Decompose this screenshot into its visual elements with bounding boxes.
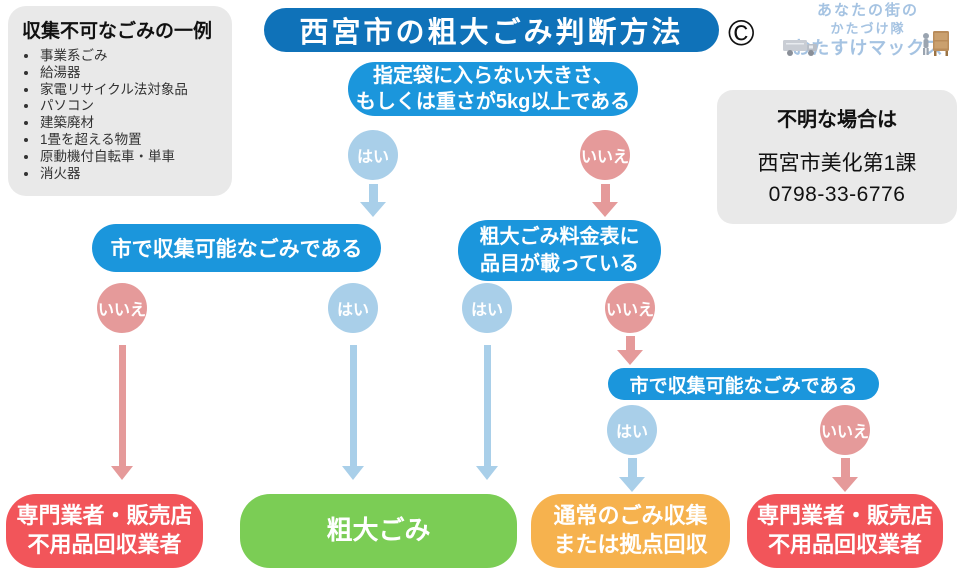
- question-fee-table-line2: 品目が載っている: [480, 252, 639, 275]
- arrow-down-icon: [340, 345, 366, 480]
- list-item: 事業系ごみ: [39, 48, 222, 65]
- result-normal-line1: 通常のごみ収集: [553, 503, 708, 529]
- answer-no-circle: いいえ: [580, 130, 630, 180]
- movers-icon: [923, 31, 949, 56]
- brand-name: おたすけマックス: [792, 38, 944, 58]
- answer-no-circle: いいえ: [605, 283, 655, 333]
- brand-tagline-mid: かたづけ隊: [830, 20, 906, 36]
- list-item: 原動機付自転車・単車: [39, 149, 222, 166]
- arrow-down-icon: [592, 184, 618, 217]
- non-collectible-title: 収集不可なごみの一例: [22, 21, 213, 42]
- result-specialist-line1: 専門業者・販売店: [756, 503, 933, 529]
- arrow-down-icon: [360, 184, 386, 217]
- contact-title: 不明な場合は: [777, 109, 897, 131]
- list-item: 家電リサイクル法対象品: [39, 82, 222, 99]
- result-specialist-right: 専門業者・販売店 不用品回収業者: [747, 494, 943, 568]
- arrow-down-icon: [619, 458, 645, 492]
- contact-department: 西宮市美化第1課: [757, 152, 917, 175]
- contact-panel: 不明な場合は 西宮市美化第1課 0798-33-6776: [717, 90, 957, 224]
- arrow-down-icon: [832, 458, 858, 492]
- contact-phone: 0798-33-6776: [768, 183, 906, 206]
- result-normal-line2: または拠点回収: [553, 532, 708, 557]
- non-collectible-items: 事業系ごみ給湯器家電リサイクル法対象品パソコン建築廃材1畳を超える物置原動機付自…: [22, 48, 222, 182]
- result-specialist-line2: 不用品回収業者: [27, 532, 182, 557]
- result-specialist-left: 専門業者・販売店 不用品回収業者: [6, 494, 203, 568]
- brand-logo: あなたの街の かたづけ隊 おたすけマックス: [778, 2, 958, 60]
- list-item: 1畳を超える物置: [39, 132, 222, 149]
- answer-no-circle: いいえ: [97, 283, 147, 333]
- list-item: 給湯器: [39, 65, 222, 82]
- result-normal-collection: 通常のごみ収集 または拠点回収: [531, 494, 730, 568]
- truck-icon: [783, 40, 817, 56]
- question-size-weight-line1: 指定袋に入らない大きさ、: [373, 64, 613, 87]
- question-fee-table: 粗大ごみ料金表に 品目が載っている: [458, 220, 661, 281]
- brand-tagline-top: あなたの街の: [816, 2, 919, 19]
- question-city-collectible: 市で収集可能なごみである: [92, 224, 381, 272]
- answer-yes-circle: はい: [462, 283, 512, 333]
- non-collectible-panel: 収集不可なごみの一例 事業系ごみ給湯器家電リサイクル法対象品パソコン建築廃材1畳…: [8, 6, 232, 196]
- copyright-icon: ©: [728, 12, 755, 53]
- question-fee-table-line1: 粗大ごみ料金表に: [479, 225, 640, 248]
- arrow-down-icon: [109, 345, 135, 480]
- question-size-weight-line2: もしくは重さが5kg以上である: [355, 91, 631, 113]
- question-city-collectible-2: 市で収集可能なごみである: [608, 368, 879, 400]
- question-size-weight: 指定袋に入らない大きさ、 もしくは重さが5kg以上である: [348, 62, 638, 116]
- arrow-down-icon: [474, 345, 500, 480]
- list-item: 建築廃材: [39, 115, 222, 132]
- answer-yes-circle: はい: [348, 130, 398, 180]
- page-title: 西宮市の粗大ごみ判断方法: [264, 8, 719, 52]
- result-specialist-line1: 専門業者・販売店: [16, 503, 193, 529]
- list-item: パソコン: [39, 98, 222, 115]
- arrow-down-icon: [617, 336, 643, 365]
- result-specialist-line2: 不用品回収業者: [767, 532, 922, 557]
- list-item: 消火器: [39, 166, 222, 183]
- result-bulky-garbage: 粗大ごみ: [240, 494, 517, 568]
- answer-no-circle: いいえ: [820, 405, 870, 455]
- answer-yes-circle: はい: [607, 405, 657, 455]
- answer-yes-circle: はい: [328, 283, 378, 333]
